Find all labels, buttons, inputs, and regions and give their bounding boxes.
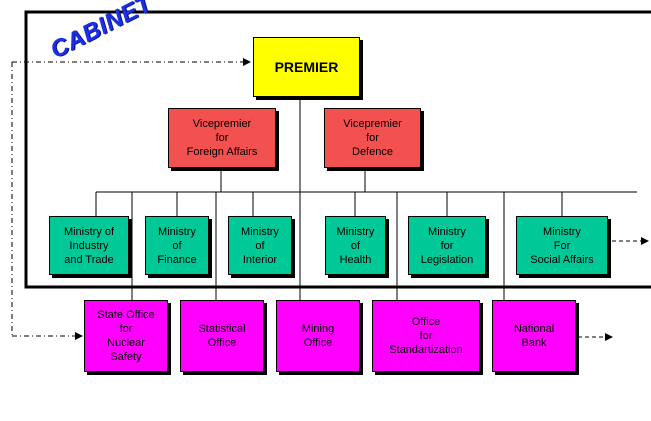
office-standartization-box: Office for Standartization xyxy=(372,300,480,372)
office-statistical-box: Statistical Office xyxy=(180,300,264,372)
vicepremier-defence-box: Vicepremier for Defence xyxy=(324,108,421,168)
ministry-finance-box: Ministry of Finance xyxy=(145,216,209,275)
office-nuclear-safety-box: State Office for Nuclear Safety xyxy=(84,300,168,372)
ministry-industry-trade-box: Ministry of Industry and Trade xyxy=(49,216,129,275)
premier-box: PREMIER xyxy=(253,37,360,97)
office-mining-box: Mining Office xyxy=(276,300,360,372)
ministry-social-affairs-box: Ministry For Social Affairs xyxy=(516,216,608,275)
vicepremier-foreign-box: Vicepremier for Foreign Affairs xyxy=(168,108,276,168)
cabinet-frame xyxy=(24,10,651,289)
ministry-interior-box: Ministry of Interior xyxy=(228,216,292,275)
ministry-health-box: Ministry of Health xyxy=(325,216,386,275)
office-national-bank-box: National Bank xyxy=(492,300,576,372)
ministry-legislation-box: Ministry for Legislation xyxy=(408,216,486,275)
